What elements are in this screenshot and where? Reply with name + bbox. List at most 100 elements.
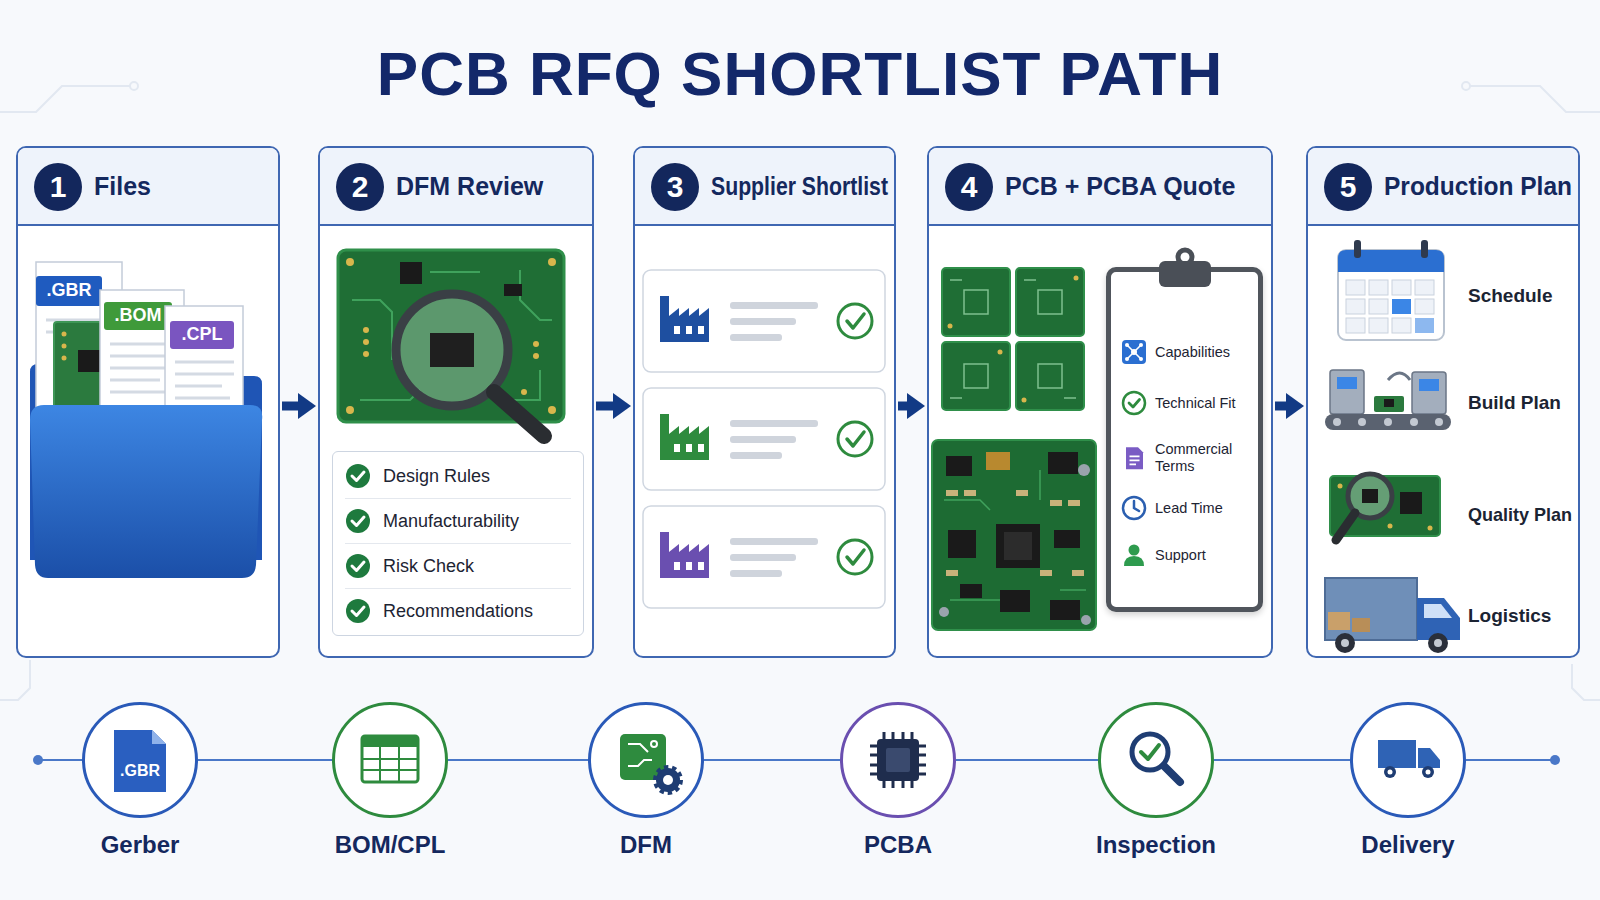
panel-title: PCB + PCBA Quote — [1005, 172, 1235, 201]
quality-icon — [1330, 474, 1440, 540]
file-tab-label: .CPL — [181, 324, 222, 346]
panel-ground — [16, 146, 1580, 658]
spreadsheet-icon — [362, 736, 418, 782]
panel-title: Supplier Shortlist — [711, 172, 888, 201]
check-icon — [345, 463, 371, 489]
timeline-line — [448, 759, 588, 761]
file-type-label: .GBR — [120, 761, 160, 780]
process-panel: Files 1 — [16, 146, 280, 658]
timeline-circle: Gerber — [82, 702, 198, 818]
file-tab-label: .GBR — [47, 280, 92, 302]
step-number-text: 1 — [50, 172, 67, 202]
checklist-row: Risk Check — [345, 544, 571, 589]
checklist-row: Manufacturability — [345, 499, 571, 544]
assembled-pcb — [932, 440, 1096, 630]
checklist-box: Design RulesManufacturabilityRisk CheckR… — [332, 451, 584, 636]
timeline-circle-ground — [82, 702, 1466, 818]
label-box: Quality Plan — [1468, 504, 1578, 527]
checklist-item: Design Rules — [383, 466, 490, 487]
timeline-label-box: PCBA — [783, 831, 1013, 860]
label-box: .GBR — [9, 280, 129, 302]
quote-clipboard: CapabilitiesTechnical FitCommercial Term… — [1106, 267, 1263, 612]
inspection-icon — [1132, 734, 1180, 782]
flow-arrow — [282, 402, 298, 411]
timeline-line — [1214, 759, 1350, 761]
calendar-icon — [1338, 240, 1444, 340]
checklist-row: Recommendations — [345, 589, 571, 633]
step-number-text: 4 — [961, 172, 978, 202]
timeline-line — [198, 759, 332, 761]
clipboard-row: Support — [1121, 542, 1254, 568]
diagram-title: PCB RFQ SHORTLIST PATH — [377, 40, 1223, 108]
pcb-magnifier — [338, 250, 564, 436]
label-box: Schedule — [1468, 285, 1552, 308]
step-number: 5 — [1324, 163, 1372, 211]
checklist-item: Manufacturability — [383, 511, 519, 532]
check-icon — [345, 598, 371, 624]
step-number: 2 — [336, 163, 384, 211]
timeline-label-box: Inspection — [1041, 831, 1271, 860]
delivery-icon — [1378, 740, 1440, 778]
criteria-icon — [1121, 495, 1147, 521]
criteria-item: Commercial Terms — [1155, 441, 1254, 474]
panel-title: DFM Review — [396, 172, 543, 201]
panel-title: Files — [94, 172, 151, 201]
plan-label: Build Plan — [1468, 392, 1561, 415]
clipboard-row: Technical Fit — [1121, 390, 1254, 416]
gerber-icon — [114, 730, 166, 792]
plan-label: Logistics — [1468, 605, 1551, 628]
criteria-icon — [1121, 339, 1147, 365]
label-box: .BOM — [78, 305, 198, 327]
timeline-label-box: BOM/CPL — [275, 831, 505, 860]
step-number: 3 — [651, 163, 699, 211]
chip-icon — [870, 732, 926, 788]
criteria-item: Lead Time — [1155, 500, 1223, 517]
label-box: .GBR — [80, 761, 200, 780]
file-folder — [30, 262, 262, 578]
timeline-circle: Delivery — [1350, 702, 1466, 818]
criteria-icon — [1121, 390, 1147, 416]
clipboard-row: Commercial Terms — [1121, 441, 1254, 474]
title-block: PCB RFQ SHORTLIST PATH — [0, 40, 1600, 108]
panel-title: Production Plan — [1384, 172, 1572, 201]
file-tab-label: .BOM — [115, 305, 162, 327]
clipboard-row: Capabilities — [1121, 339, 1254, 365]
label-box: Build Plan — [1468, 392, 1561, 415]
build-line-icon — [1325, 370, 1451, 430]
plan-label: Quality Plan — [1468, 504, 1572, 527]
flow-arrow — [1275, 402, 1286, 411]
plan-label: Schedule — [1468, 285, 1552, 308]
timeline-circle: BOM/CPL — [332, 702, 448, 818]
circuit-decoration — [0, 82, 1600, 700]
timeline-circle: Inspection — [1098, 702, 1214, 818]
check-icon — [345, 553, 371, 579]
process-panel: DFM Review 2Design RulesManufacturability… — [318, 146, 594, 658]
timeline-line — [956, 759, 1098, 761]
timeline-line — [704, 759, 840, 761]
timeline-label: PCBA — [864, 831, 932, 860]
timeline-label-box: DFM — [531, 831, 761, 860]
clipboard-row: Lead Time — [1121, 495, 1254, 521]
step-number-text: 3 — [667, 172, 684, 202]
clipboard-clip — [1153, 246, 1217, 290]
step-number-text: 2 — [352, 172, 369, 202]
label-box: Logistics — [1468, 605, 1551, 628]
timeline-label: Gerber — [101, 831, 180, 860]
process-panel: Supplier Shortlist 3 — [633, 146, 896, 658]
timeline-circle: PCBA — [840, 702, 956, 818]
criteria-item: Technical Fit — [1155, 395, 1236, 412]
timeline-label: Inspection — [1096, 831, 1216, 860]
checklist-row: Design Rules — [345, 454, 571, 499]
timeline-label: DFM — [620, 831, 672, 860]
pcb-panel — [942, 268, 1084, 410]
step-number-text: 5 — [1340, 172, 1357, 202]
truck-icon — [1325, 578, 1460, 653]
timeline-label-box: Delivery — [1293, 831, 1523, 860]
process-panel: PCB + PCBA Quote 4CapabilitiesTechnical F… — [927, 146, 1273, 658]
criteria-item: Support — [1155, 547, 1206, 564]
supplier-cards — [643, 270, 885, 608]
timeline-label: Delivery — [1361, 831, 1454, 860]
timeline-label-box: Gerber — [25, 831, 255, 860]
criteria-icon — [1121, 542, 1147, 568]
